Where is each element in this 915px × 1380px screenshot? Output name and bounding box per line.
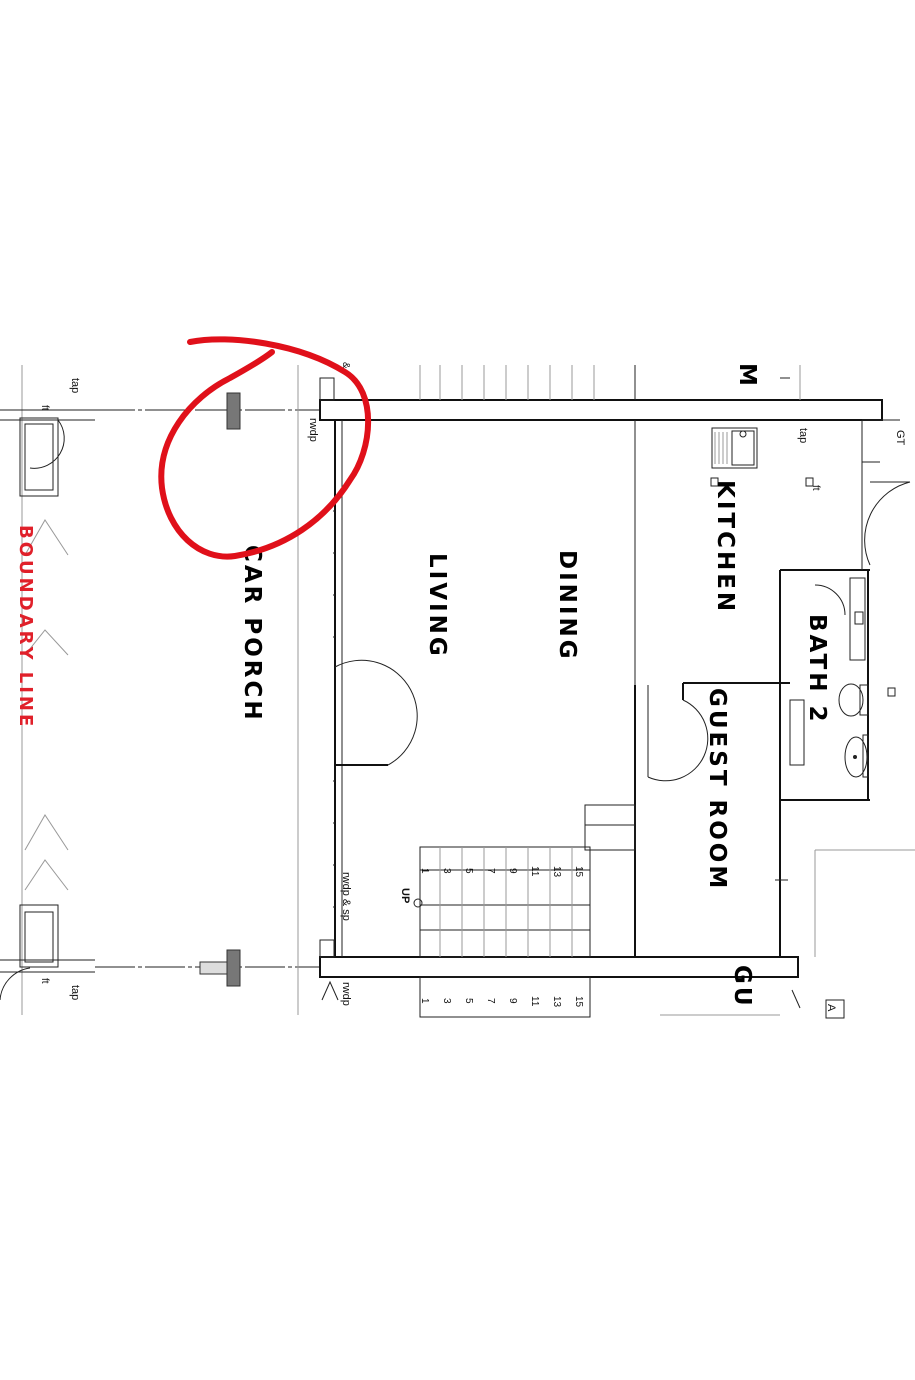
stair-step-7-lower: 7 [485,998,496,1004]
room-label-kitchen: KITCHEN [712,480,738,614]
ft-label-kitchen: ft [810,485,821,491]
misc-marks [321,377,900,1019]
stair-step-15-lower: 15 [573,996,584,1008]
tap-label-kitchen: tap [797,428,809,443]
tap-label-bottom-left: tap [69,985,81,1000]
staircase-main [419,804,636,958]
doors [334,481,911,782]
stair-step-7: 7 [485,868,496,874]
room-label-top-cut: M [734,363,760,389]
tap-label-top-left: tap [69,378,81,393]
porch-structure [95,365,320,1015]
bath2-fixtures [838,577,896,778]
stair-step-13: 13 [551,866,562,878]
room-label-living: LIVING [424,553,450,659]
room-label-guest-room: GUEST ROOM [704,688,730,891]
ft-label-bottom-left: ft [39,978,50,984]
room-label-bath2: BATH 2 [804,614,830,725]
rwdp-sp-label: rwdp & sp [340,872,352,921]
room-label-dining: DINING [554,550,580,662]
stair-step-13-lower: 13 [551,996,562,1008]
red-circle-annotation [158,336,372,560]
stair-step-11-lower: 11 [529,996,540,1007]
ft-label-top-left: ft [39,405,50,411]
letter-a-label: A [825,1004,837,1012]
room-label-bottom-cut: GU [729,965,755,1009]
stair-step-5-lower: 5 [463,998,474,1004]
room-label-car-porch: CAR PORCH [239,545,265,723]
kitchen-drain-icon [710,477,719,487]
stair-step-1: 1 [419,868,430,874]
floor-trap-icon [805,477,814,487]
rwdp-label-top: rwdp [307,418,319,442]
boundary-strip [0,365,95,1015]
staircase-top-strip [419,365,595,400]
gt-label: GT [894,430,906,446]
stair-up-label: UP [399,888,411,903]
stair-step-5: 5 [463,868,474,874]
amp-label-top: & [340,362,351,369]
boundary-line-label: BOUNDARY LINE [15,525,36,729]
stair-start-marker [413,898,423,908]
stair-step-15: 15 [573,866,584,878]
stair-step-3: 3 [441,868,452,874]
stair-step-11: 11 [529,866,540,877]
staircase-bottom-strip [419,976,780,1018]
stair-step-9: 9 [507,868,518,874]
rwdp-label-bottom: rwdp [340,982,352,1006]
stair-step-1-lower: 1 [419,998,430,1004]
kitchen-sink [711,427,758,469]
stair-step-3-lower: 3 [441,998,452,1004]
stair-step-9-lower: 9 [507,998,518,1004]
